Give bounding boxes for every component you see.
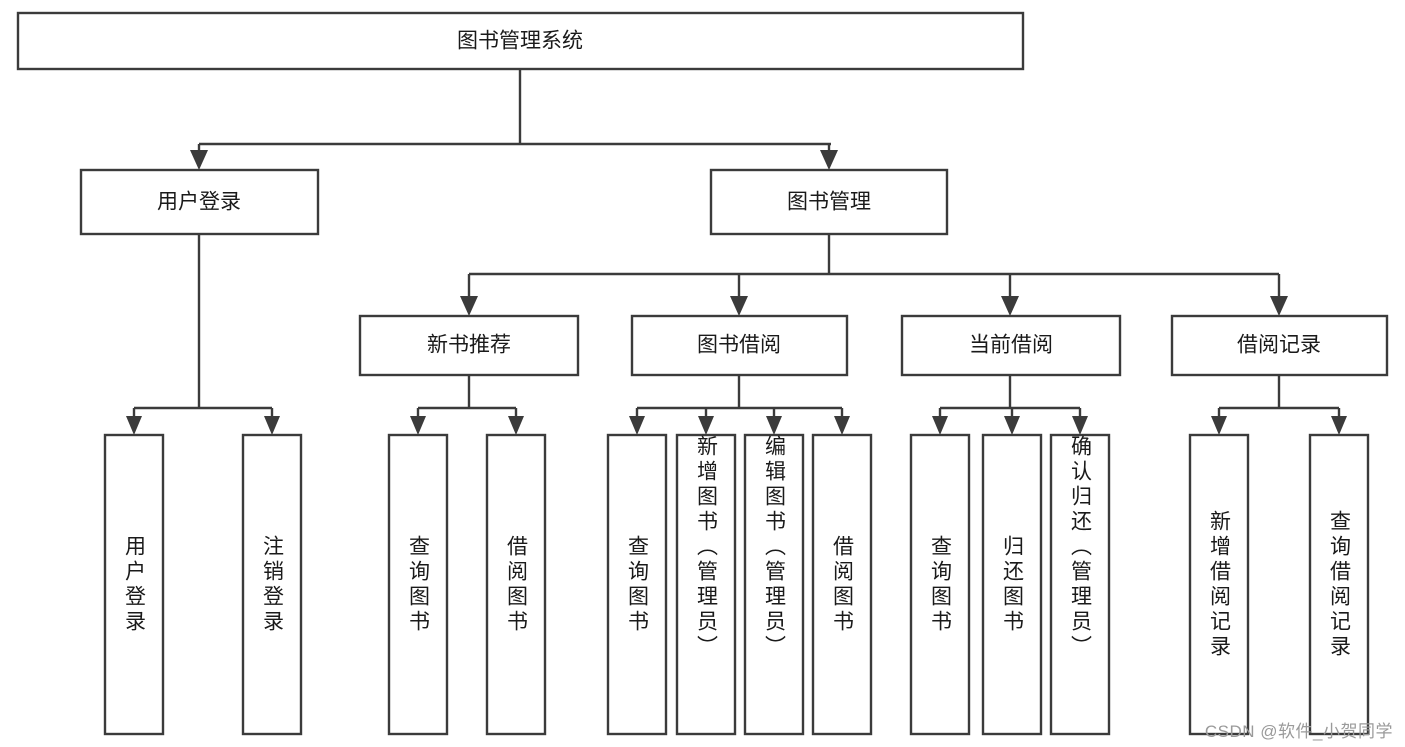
book-borrow-label: 图书借阅 [697,334,781,357]
leaf-boxes [103,433,1370,736]
arrowhead-leaf-add-book [698,416,714,435]
new-book-recommend-label: 新书推荐 [427,334,511,357]
arrowhead-leaf-query-book-3 [932,416,948,435]
leaf-box-confirm-return[interactable] [1049,433,1111,736]
arrowhead-leaf-query-book-2 [629,416,645,435]
leaf-box-borrow-book-2[interactable] [811,433,873,736]
arrowhead-leaf-logout [264,416,280,435]
arrowhead-record [1270,296,1288,316]
node-root[interactable]: 图书管理系统 [16,11,1025,71]
current-borrow-box[interactable] [900,314,1122,377]
edges-current-to-leaves [932,375,1088,435]
edges-borrow-to-leaves [629,375,850,435]
edges-bookmgmt-to-level2 [460,234,1288,316]
csdn-watermark: CSDN @软件_小贺同学 [1204,722,1393,741]
new-book-recommend-box[interactable] [358,314,580,377]
arrowhead-leaf-confirm-return [1072,416,1088,435]
arrowhead-newbook [460,296,478,316]
leaf-box-add-book[interactable] [675,433,737,736]
user-login-label: 用户登录 [157,191,241,214]
current-borrow-label: 当前借阅 [969,334,1053,357]
leaf-box-edit-book[interactable] [743,433,805,736]
arrowhead-leaf-user-login [126,416,142,435]
leaf-box-query-book-3[interactable] [909,433,971,736]
root-box[interactable] [16,11,1025,71]
node-book-management[interactable]: 图书管理 [709,168,949,236]
leaf-box-return-book[interactable] [981,433,1043,736]
node-borrow-record[interactable]: 借阅记录 [1170,314,1389,377]
borrow-record-label: 借阅记录 [1237,334,1321,357]
arrowhead-leaf-query-record [1331,416,1347,435]
arrowhead-leaf-query-book-1 [410,416,426,435]
edges-newbook-to-leaves [410,375,524,435]
leaf-box-logout[interactable] [241,433,303,736]
arrowhead-leaf-borrow-book-2 [834,416,850,435]
node-book-borrow[interactable]: 图书借阅 [630,314,849,377]
node-user-login[interactable]: 用户登录 [79,168,320,236]
book-borrow-box[interactable] [630,314,849,377]
leaf-box-user-login[interactable] [103,433,165,736]
node-new-book-recommend[interactable]: 新书推荐 [358,314,580,377]
root-label: 图书管理系统 [457,30,583,53]
leaf-box-borrow-book-1[interactable] [485,433,547,736]
book-management-box[interactable] [709,168,949,236]
arrowhead-leaf-borrow-book-1 [508,416,524,435]
edges-userlogin-to-leaves [126,234,280,435]
arrowhead-borrow [730,296,748,316]
arrowhead-leaf-return-book [1004,416,1020,435]
edges-record-to-leaves [1211,375,1347,435]
leaf-box-add-record[interactable] [1188,433,1250,736]
arrowhead-book-mgmt [820,150,838,170]
borrow-record-box[interactable] [1170,314,1389,377]
node-current-borrow[interactable]: 当前借阅 [900,314,1122,377]
leaf-box-query-book-1[interactable] [387,433,449,736]
arrowhead-leaf-edit-book [766,416,782,435]
leaf-box-query-book-2[interactable] [606,433,668,736]
edges-root-to-level1 [190,69,838,170]
book-management-label: 图书管理 [787,191,871,214]
arrowhead-current [1001,296,1019,316]
arrowhead-leaf-add-record [1211,416,1227,435]
arrowhead-user-login [190,150,208,170]
user-login-box[interactable] [79,168,320,236]
leaf-box-query-record[interactable] [1308,433,1370,736]
